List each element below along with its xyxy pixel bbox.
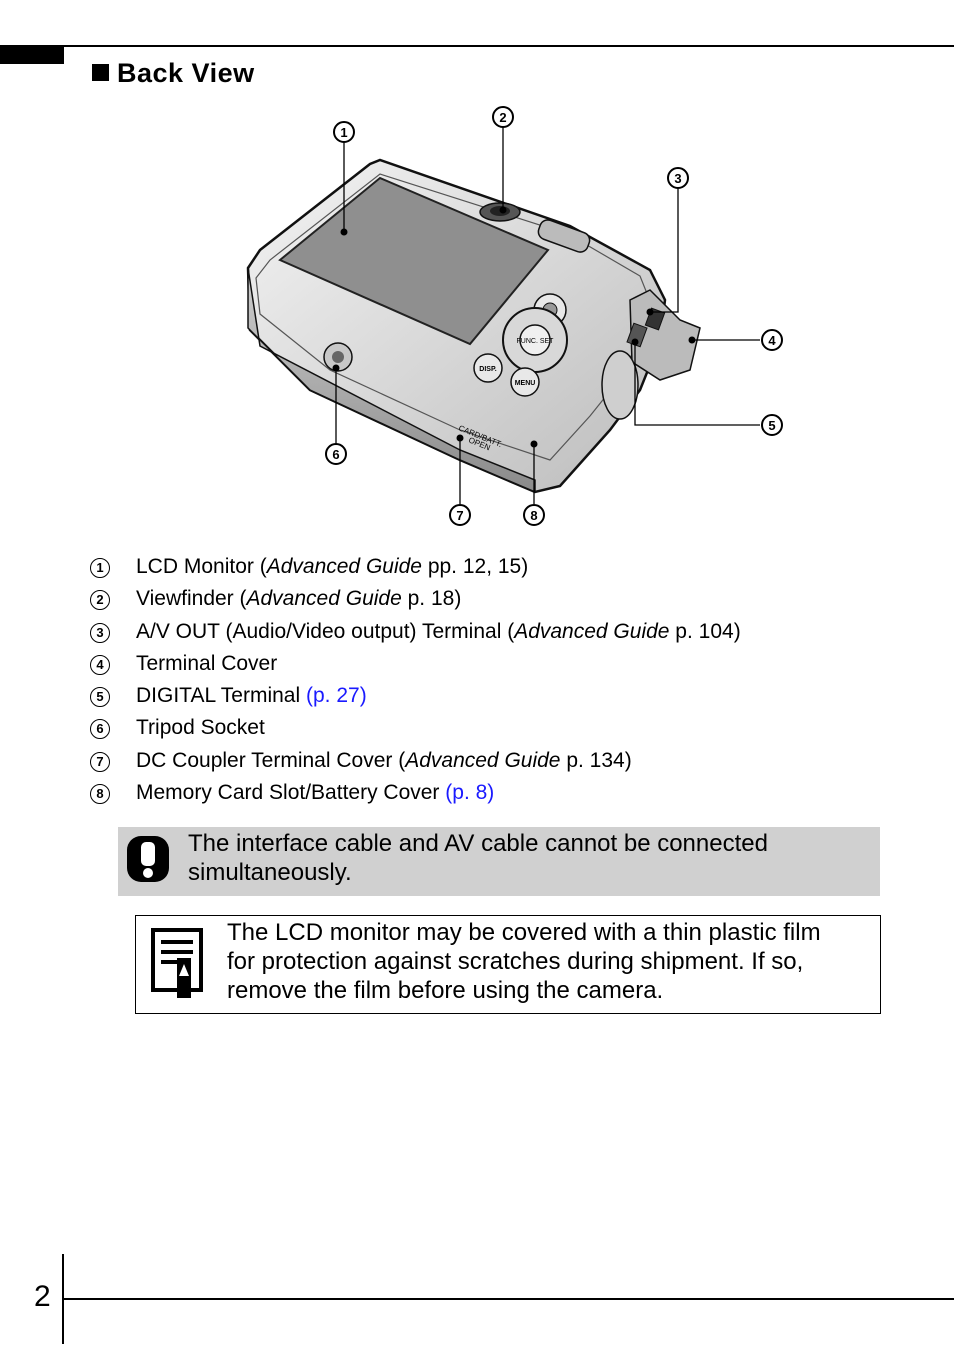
note-box: The LCD monitor may be covered with a th… (135, 915, 881, 1014)
callout-8-label: 8 (530, 508, 537, 523)
callout-5: 5 (761, 414, 783, 436)
legend-text-post: p. 104) (669, 619, 741, 643)
square-bullet-icon (92, 64, 109, 81)
footer-vertical-rule (62, 1254, 64, 1344)
legend-item: 1 LCD Monitor (Advanced Guide pp. 12, 15… (90, 552, 890, 584)
caution-box: The interface cable and AV cable cannot … (118, 827, 880, 896)
lcd-monitor (278, 176, 550, 346)
memo-note-icon (151, 928, 203, 998)
legend-text: LCD Monitor (Advanced Guide pp. 12, 15) (136, 552, 528, 582)
legend-number: 1 (90, 558, 110, 578)
page-ref-link[interactable]: (p. 27) (306, 684, 367, 708)
legend-text-post: p. 134) (560, 748, 632, 772)
legend-text-pre: DIGITAL Terminal (136, 684, 306, 708)
legend-text-pre: A/V OUT (Audio/Video output) Terminal ( (136, 619, 515, 643)
caution-text: The interface cable and AV cable cannot … (188, 829, 868, 887)
legend-item: 8 Memory Card Slot/Battery Cover (p. 8) (90, 778, 890, 810)
legend-text: A/V OUT (Audio/Video output) Terminal (A… (136, 617, 741, 647)
callout-1-label: 1 (340, 125, 347, 140)
legend-text-post: p. 18) (401, 587, 462, 611)
note-line: remove the film before using the camera. (227, 977, 664, 1004)
callout-1: 1 (333, 121, 355, 143)
note-line: for protection against scratches during … (227, 948, 804, 975)
legend-number: 6 (90, 719, 110, 740)
func-set-label: FUNC. SET (517, 338, 555, 345)
footer-rule (64, 1298, 954, 1300)
legend-text-pre: Viewfinder ( (136, 587, 247, 611)
legend-text-pre: Tripod Socket (136, 716, 265, 740)
legend-item: 2 Viewfinder (Advanced Guide p. 18) (90, 584, 890, 616)
legend-item: 5 DIGITAL Terminal (p. 27) (90, 681, 890, 713)
callout-6: 6 (325, 443, 347, 465)
legend-text: Viewfinder (Advanced Guide p. 18) (136, 584, 461, 614)
top-rule (0, 45, 954, 47)
menu-button-label: MENU (515, 380, 536, 387)
callout-7: 7 (449, 504, 471, 526)
legend-text: Tripod Socket (136, 713, 265, 743)
section-title-text: Back View (117, 58, 255, 88)
legend-guide-ref: Advanced Guide (514, 619, 670, 643)
legend-text: DC Coupler Terminal Cover (Advanced Guid… (136, 746, 632, 776)
parts-legend: 1 LCD Monitor (Advanced Guide pp. 12, 15… (90, 552, 890, 810)
callout-2: 2 (492, 106, 514, 128)
callout-7-label: 7 (456, 508, 463, 523)
legend-text-pre: Memory Card Slot/Battery Cover (136, 781, 446, 805)
legend-number: 5 (90, 687, 110, 708)
page-ref-link[interactable]: (p. 8) (445, 781, 495, 805)
legend-item: 7 DC Coupler Terminal Cover (Advanced Gu… (90, 746, 890, 778)
legend-item: 3 A/V OUT (Audio/Video output) Terminal … (90, 617, 890, 649)
callout-leaders (335, 127, 760, 504)
legend-number: 7 (90, 751, 110, 772)
caution-exclamation-icon (127, 836, 169, 882)
page-number: 2 (34, 1280, 51, 1313)
legend-number: 2 (90, 590, 110, 611)
legend-text-pre: Terminal Cover (136, 651, 278, 675)
callout-4: 4 (761, 329, 783, 351)
legend-text: Terminal Cover (136, 649, 277, 679)
legend-guide-ref: Advanced Guide (246, 587, 402, 611)
legend-number: 4 (90, 654, 110, 675)
legend-number: 8 (90, 784, 110, 805)
callout-8: 8 (523, 504, 545, 526)
legend-guide-ref: Advanced Guide (405, 748, 561, 772)
callout-2-label: 2 (499, 110, 506, 125)
note-line: The LCD monitor may be covered with a th… (227, 919, 821, 946)
callout-dots (332, 206, 696, 448)
legend-guide-ref: Advanced Guide (266, 555, 422, 578)
disp-button-label: DISP. (479, 366, 496, 373)
legend-item: 4 Terminal Cover (90, 649, 890, 681)
legend-text-pre: DC Coupler Terminal Cover ( (136, 748, 406, 772)
legend-text: Memory Card Slot/Battery Cover (p. 8) (136, 778, 494, 808)
caution-line: The interface cable and AV cable cannot … (188, 830, 768, 857)
callout-3: 3 (667, 167, 689, 189)
chapter-tab (0, 47, 64, 64)
legend-number: 3 (90, 622, 110, 643)
section-title: Back View (92, 58, 255, 89)
legend-text-pre: LCD Monitor ( (136, 555, 267, 578)
callout-6-label: 6 (332, 447, 339, 462)
callout-4-label: 4 (768, 333, 776, 348)
note-text: The LCD monitor may be covered with a th… (227, 918, 877, 1005)
legend-text-post: pp. 12, 15) (421, 555, 529, 578)
callout-5-label: 5 (768, 418, 775, 433)
caution-line: simultaneously. (188, 859, 352, 886)
legend-item: 6 Tripod Socket (90, 713, 890, 745)
camera-back-view-figure: FUNC. SET DISP. MENU CARD/BATT. OPEN 1 2… (246, 106, 783, 526)
legend-text: DIGITAL Terminal (p. 27) (136, 681, 367, 711)
callout-3-label: 3 (674, 171, 681, 186)
